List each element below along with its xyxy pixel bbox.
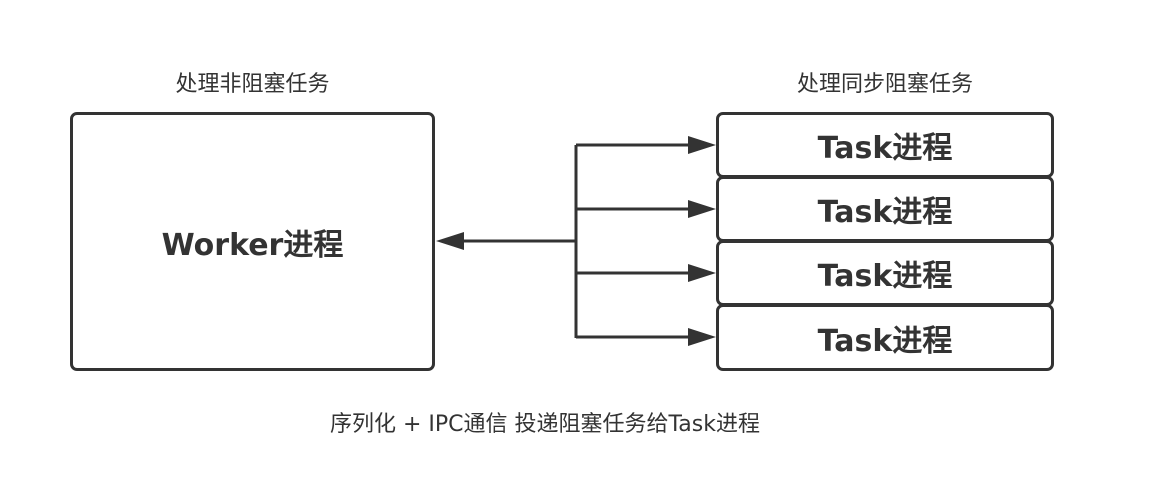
- caption: 序列化 + IPC通信 投递阻塞任务给Task进程: [329, 412, 760, 437]
- task-process-box: Task进程: [716, 240, 1054, 306]
- arrowhead-icon: [436, 232, 464, 250]
- arrowhead-icon: [688, 136, 716, 154]
- task-process-label: Task进程: [817, 131, 953, 166]
- worker-process-label: Worker进程: [161, 227, 344, 263]
- arrowhead-icon: [688, 328, 716, 346]
- task-process-label: Task进程: [817, 259, 953, 294]
- task-process-label: Task进程: [817, 195, 953, 230]
- task-process-box: Task进程: [716, 304, 1054, 371]
- arrowhead-icon: [688, 264, 716, 282]
- task-process-box: Task进程: [716, 112, 1054, 178]
- arrowhead-icon: [688, 200, 716, 218]
- left-heading: 处理非阻塞任务: [175, 72, 330, 97]
- worker-process-box: Worker进程: [70, 112, 435, 371]
- task-process-label: Task进程: [817, 323, 953, 359]
- right-heading: 处理同步阻塞任务: [796, 72, 973, 97]
